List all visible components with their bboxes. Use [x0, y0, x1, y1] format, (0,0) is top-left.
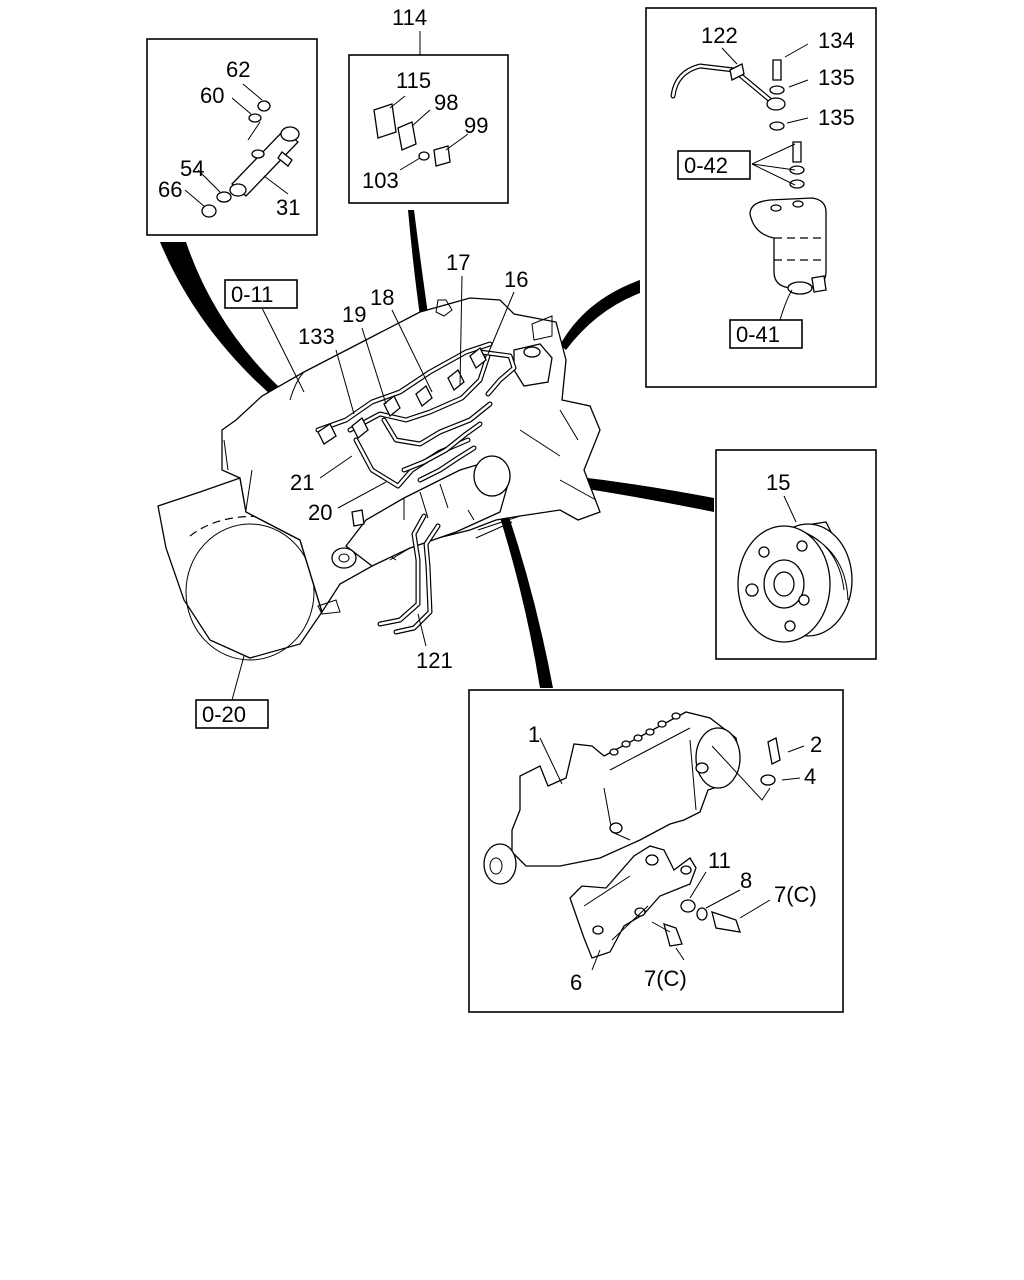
inset-fuel-filter: 122 134 135 135 0-42 0-41 [645, 7, 877, 388]
label-133: 133 [298, 324, 335, 349]
washer-8 [696, 907, 708, 921]
inset-pump-frame [468, 689, 844, 1013]
label-15: 15 [766, 470, 790, 495]
pump-bracket-6 [569, 845, 697, 959]
label-66: 66 [158, 177, 182, 202]
label-6: 6 [570, 970, 582, 995]
label-20: 20 [308, 500, 332, 525]
label-99: 99 [464, 113, 488, 138]
fuel-feed-pipe-121 [377, 513, 441, 635]
label-134: 134 [818, 28, 855, 53]
washer-103 [418, 151, 430, 161]
label-122: 122 [701, 23, 738, 48]
ref-box-0-11 [224, 279, 298, 309]
ref-0-42: 0-42 [684, 153, 728, 178]
coupling-15 [737, 521, 853, 643]
nozzles-on-engine [317, 346, 487, 445]
label-54: 54 [180, 156, 204, 181]
injection-pump-1 [483, 711, 741, 885]
injection-pipes [315, 341, 517, 489]
clamp-98 [397, 121, 417, 151]
bolt-7c-right [711, 911, 741, 933]
label-135-lower: 135 [818, 105, 855, 130]
nozzle-holder-part [229, 126, 300, 197]
label-135-upper: 135 [818, 65, 855, 90]
label-11: 11 [708, 848, 731, 873]
bolt-2 [767, 737, 781, 765]
inset-nozzle: 62 60 54 66 31 [146, 38, 318, 236]
label-62: 62 [226, 57, 250, 82]
inset-pump-bracket: 1 2 4 11 8 7(C) 7(C) 6 [468, 689, 844, 1013]
ref-0-11: 0-11 [231, 282, 273, 307]
label-121: 121 [416, 648, 453, 673]
label-103: 103 [362, 168, 399, 193]
nut-62 [257, 100, 271, 112]
bolt-7c-lower [663, 922, 683, 947]
ref-box-0-42 [677, 150, 751, 180]
inset-clamps-frame [348, 54, 509, 204]
ref-0-20: 0-20 [202, 702, 246, 727]
label-17: 17 [446, 250, 470, 275]
label-16: 16 [504, 267, 528, 292]
washer-11 [680, 899, 696, 913]
engine-assembly [157, 297, 601, 661]
label-115: 115 [396, 68, 431, 93]
label-60: 60 [200, 83, 224, 108]
bolt-99 [433, 145, 451, 167]
ref-0-41: 0-41 [736, 322, 780, 347]
label-114: 114 [392, 5, 427, 30]
inset-fuel-filter-frame [645, 7, 877, 388]
washer-60 [248, 113, 262, 123]
inset-clamps: 114 115 98 99 103 [348, 5, 509, 204]
washer-4 [760, 774, 776, 786]
inset-coupling-frame [715, 449, 877, 660]
label-18: 18 [370, 285, 394, 310]
label-4: 4 [804, 764, 816, 789]
clamp-115 [373, 103, 397, 139]
washer-135-upper [769, 85, 785, 95]
label-21: 21 [290, 470, 314, 495]
ref-box-0-41 [729, 319, 803, 349]
label-98: 98 [434, 90, 458, 115]
main-labels: 0-11 133 19 18 17 16 21 20 121 0-20 [195, 250, 528, 729]
inset-nozzle-frame [146, 38, 318, 236]
label-7c-right: 7(C) [774, 882, 817, 907]
nut-66 [201, 204, 217, 218]
inset-coupling: 15 [715, 449, 877, 660]
washer-54 [216, 191, 232, 203]
bolt-134 [772, 59, 782, 81]
washer-135-lower [769, 121, 785, 131]
label-19: 19 [342, 302, 366, 327]
filter-body [749, 197, 827, 295]
injection-pump-main [331, 455, 511, 569]
label-2: 2 [810, 732, 822, 757]
label-7c-lower: 7(C) [644, 966, 687, 991]
label-8: 8 [740, 868, 752, 893]
label-1: 1 [528, 722, 540, 747]
label-31: 31 [276, 195, 300, 220]
